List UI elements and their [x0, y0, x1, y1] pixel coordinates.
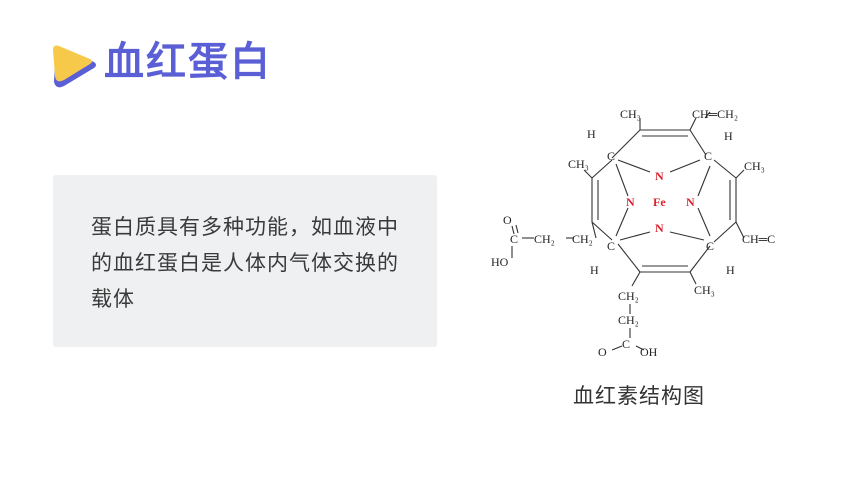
label-h-top-right: H: [724, 129, 733, 143]
label-c-bottom-right: C: [706, 239, 714, 253]
label-n-bottom: N: [655, 221, 664, 235]
heme-structure-diagram: CH₃ CH═CH₂ H C H C CH₃ CH₃ O C CH₂ CH₂ H…: [491, 107, 775, 359]
label-c-acid-left: C: [510, 232, 518, 246]
label-carbonyl-o-bottom: O: [598, 345, 607, 359]
label-ch2-bottom-a: CH₂: [618, 289, 639, 303]
label-ch2-bottom-b: CH₂: [618, 313, 639, 327]
label-fe: Fe: [653, 195, 666, 209]
diagram-caption: 血红素结构图: [573, 384, 705, 408]
label-n-top: N: [655, 169, 664, 183]
label-ch3-bottom: CH₃: [694, 283, 715, 297]
label-carbonyl-o-left: O: [503, 213, 512, 227]
label-oh-bottom: OH: [640, 345, 658, 359]
label-vinyl-right: CH═C: [742, 232, 775, 246]
label-c-top-right: C: [704, 149, 712, 163]
label-h-bottom-left: H: [590, 263, 599, 277]
label-c-bottom-left: C: [607, 239, 615, 253]
text-panel: 蛋白质具有多种功能，如血液中的血红蛋白是人体内气体交换的载体: [53, 175, 437, 347]
label-h-bottom-right: H: [726, 263, 735, 277]
label-ch3-left: CH₃: [568, 157, 589, 171]
page-title: 血红蛋白: [104, 39, 272, 85]
label-ch3-top: CH₃: [620, 107, 641, 121]
body-text: 蛋白质具有多种功能，如血液中的血红蛋白是人体内气体交换的载体: [91, 215, 399, 311]
label-c-top-left: C: [607, 149, 615, 163]
label-n-left: N: [626, 195, 635, 209]
label-ch2-left-a: CH₂: [534, 232, 555, 246]
label-c-acid-bottom: C: [622, 337, 630, 351]
label-vinyl-top: CH═CH₂: [692, 107, 738, 121]
label-ho-left: HO: [491, 255, 509, 269]
label-ch3-right: CH₃: [744, 159, 765, 173]
label-ch2-left-b: CH₂: [572, 232, 593, 246]
logo-icon: [53, 45, 96, 88]
label-n-right: N: [686, 195, 695, 209]
label-h-top-left: H: [587, 127, 596, 141]
